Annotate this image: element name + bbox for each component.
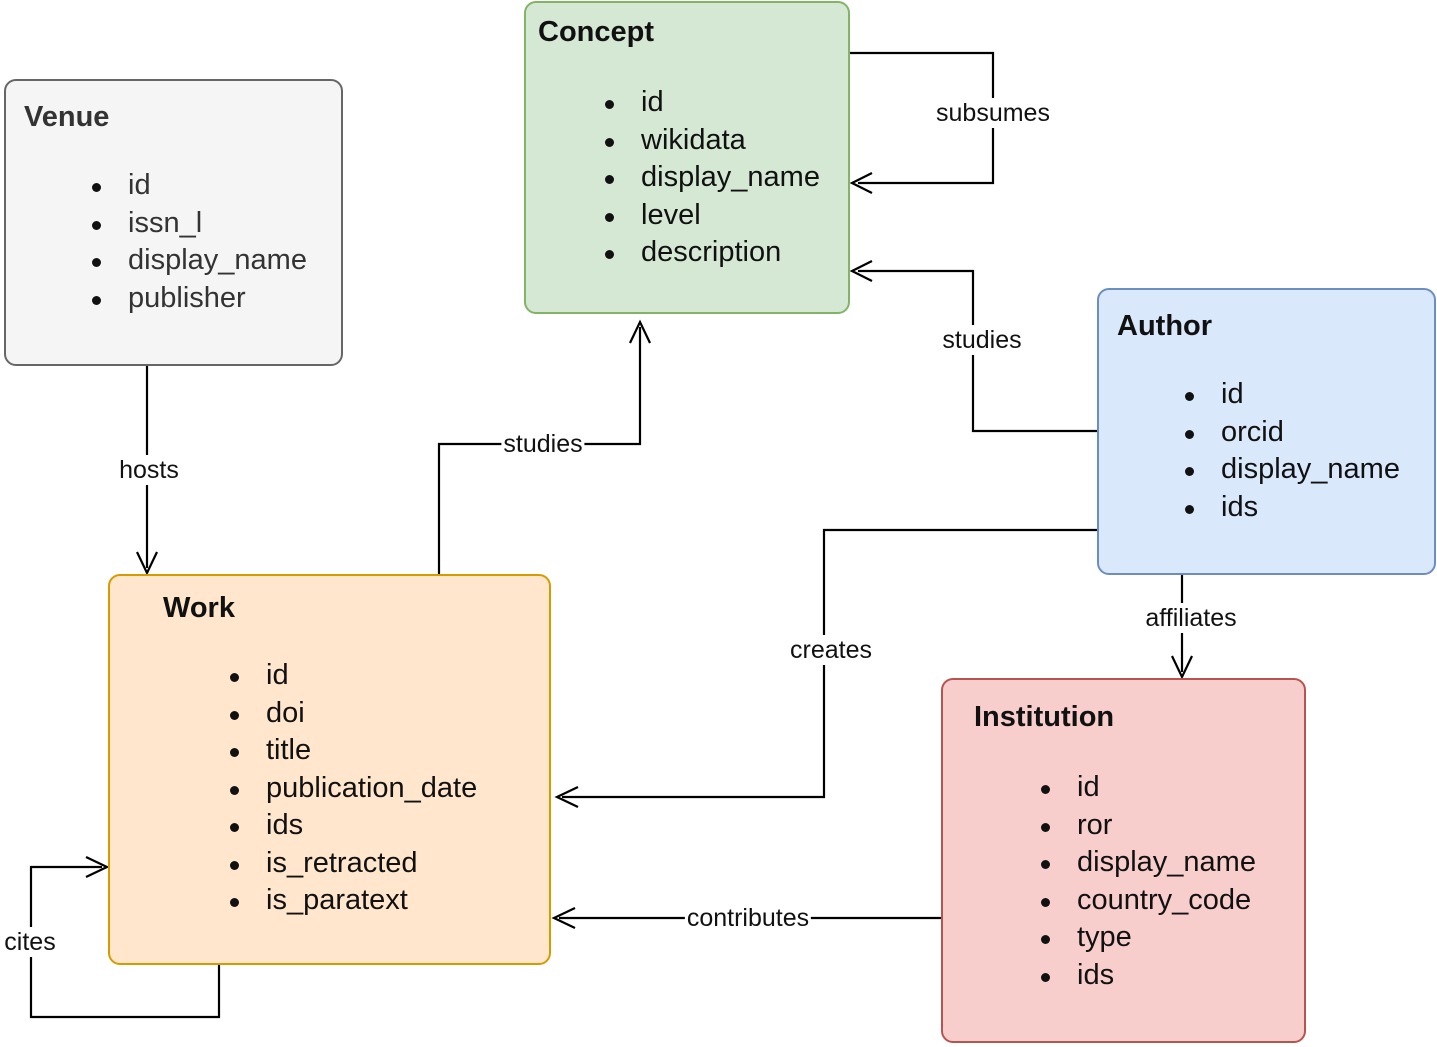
field-item: title [228, 732, 477, 770]
field-item: ror [1039, 807, 1256, 845]
edge-work-cites-work [29, 865, 221, 1019]
field-item: display_name [90, 242, 307, 280]
field-item: ids [1183, 489, 1400, 527]
arrowhead-subsumes [849, 172, 873, 194]
field-item: publication_date [228, 770, 477, 808]
field-item: doi [228, 695, 477, 733]
field-item: publisher [90, 280, 307, 318]
field-item: level [603, 197, 820, 235]
edge-label-contributes: contributes [684, 903, 812, 933]
field-item: description [603, 234, 820, 272]
arrowhead-hosts [136, 551, 158, 576]
arrowhead-contributes [551, 907, 576, 929]
entity-title: Work [163, 592, 235, 624]
field-item: display_name [603, 159, 820, 197]
field-item: display_name [1039, 844, 1256, 882]
arrowhead-cites [85, 856, 110, 878]
arrowhead-work-studies [629, 319, 651, 344]
edge-label-cites: cites [2, 927, 58, 957]
field-item: issn_l [90, 205, 307, 243]
edge-label-creates: creates [788, 635, 874, 665]
entity-title: Author [1117, 310, 1213, 342]
field-item: is_retracted [228, 845, 477, 883]
entity-title: Concept [538, 16, 654, 48]
edge-label-hosts: hosts [117, 455, 181, 485]
field-item: is_paratext [228, 882, 477, 920]
field-item: id [1183, 376, 1400, 414]
field-item: id [228, 657, 477, 695]
field-item: display_name [1183, 451, 1400, 489]
field-item: wikidata [603, 122, 820, 160]
arrowhead-author-studies [849, 260, 873, 282]
field-item: type [1039, 919, 1256, 957]
edge-label-affiliates: affiliates [1143, 603, 1239, 633]
field-item: ids [228, 807, 477, 845]
edge-label-subsumes: subsumes [934, 98, 1052, 128]
entity-title: Institution [974, 701, 1115, 733]
field-item: id [1039, 769, 1256, 807]
field-item: id [603, 84, 820, 122]
edge-label-work-studies: studies [501, 429, 585, 459]
field-item: country_code [1039, 882, 1256, 920]
arrowhead-creates [554, 786, 579, 808]
field-item: id [90, 167, 307, 205]
arrowhead-affiliates [1171, 655, 1193, 680]
edge-label-author-studies: studies [940, 325, 1024, 355]
field-item: orcid [1183, 414, 1400, 452]
entity-title: Venue [24, 101, 110, 133]
field-item: ids [1039, 957, 1256, 995]
